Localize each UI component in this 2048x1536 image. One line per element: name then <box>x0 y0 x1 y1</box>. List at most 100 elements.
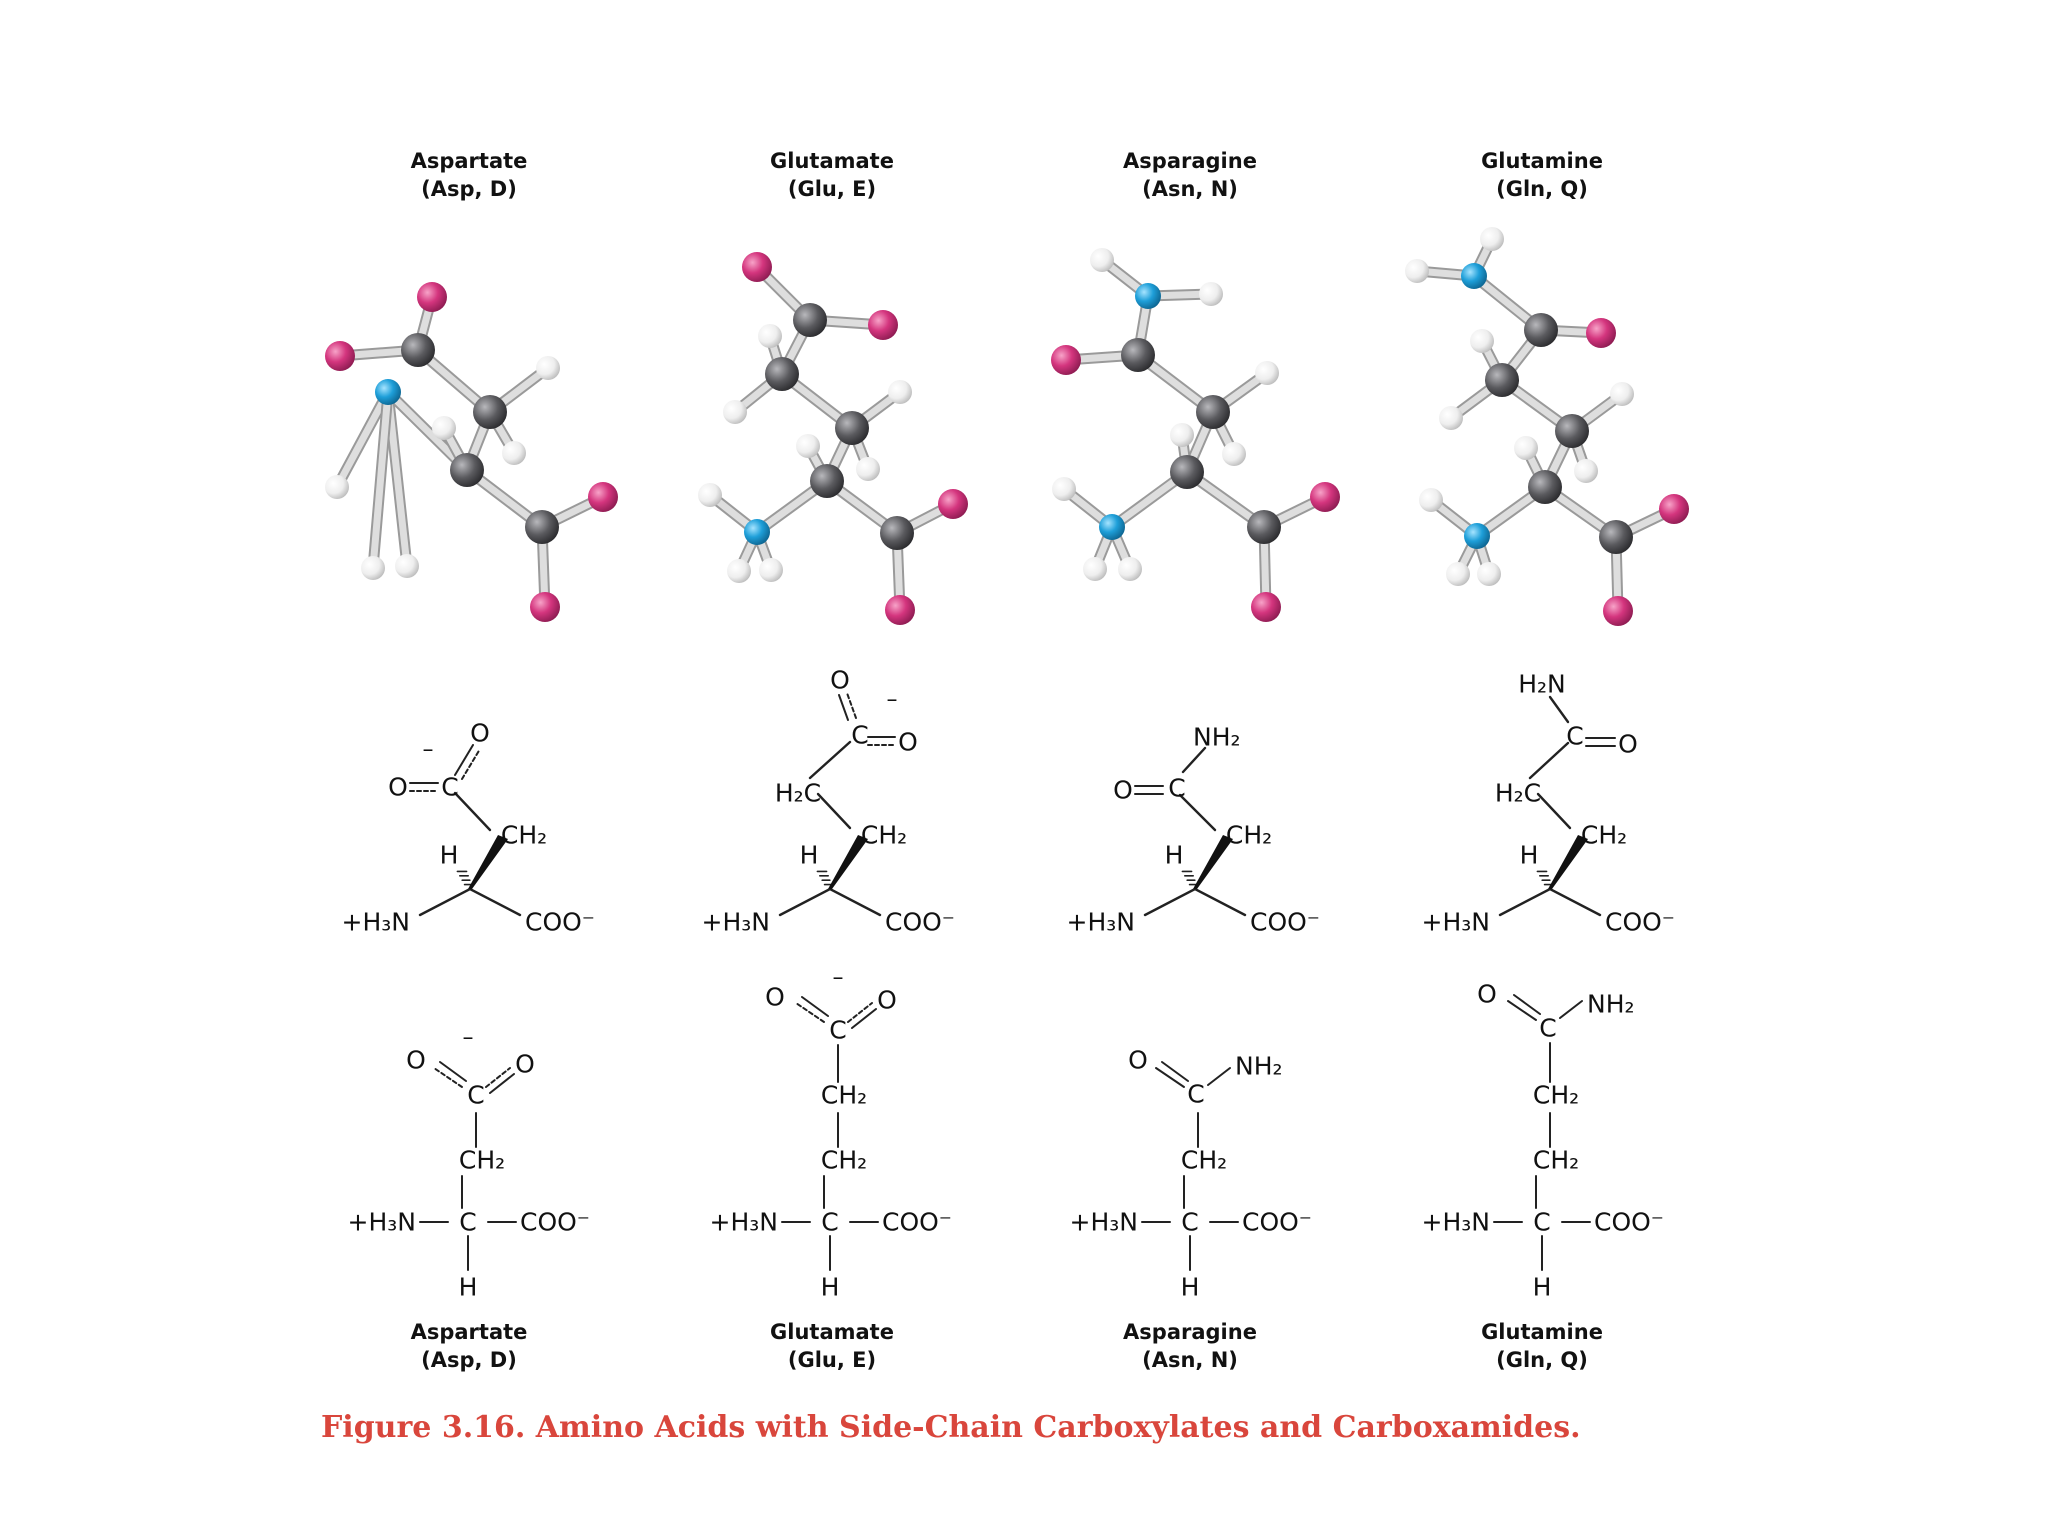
hydrogen-atom <box>1405 259 1429 283</box>
coo-label: COO⁻ <box>885 908 955 937</box>
ch2-label: CH₂ <box>861 821 907 850</box>
hydrogen-atom <box>856 457 880 481</box>
c-label: C <box>441 773 458 802</box>
hydrogen-atom <box>1083 557 1107 581</box>
bond-CH2-C <box>1528 741 1570 780</box>
hydrogen-atom <box>888 380 912 404</box>
coo-label: COO⁻ <box>882 1208 952 1237</box>
h-label: H <box>1165 841 1184 870</box>
h3n-label: +H₃N <box>1422 1208 1490 1237</box>
o-label: O <box>877 986 897 1015</box>
hydrogen-atom <box>1090 248 1114 272</box>
oxygen-atom <box>530 592 560 622</box>
double-bond <box>851 1008 877 1029</box>
carbon-atom <box>1196 395 1230 429</box>
o-label: O <box>406 1046 426 1075</box>
oxygen-atom <box>742 252 772 282</box>
hydrogen-atom <box>361 556 385 580</box>
wedge-bond <box>1548 835 1588 889</box>
ch2-label: CH₂ <box>1181 1146 1227 1175</box>
bond-C-N <box>1181 746 1207 774</box>
double-bond-dashed <box>795 1002 825 1023</box>
nitrogen-atom <box>1099 514 1125 540</box>
hydrogen-atom <box>727 559 751 583</box>
double-bond-dashed <box>847 1002 873 1023</box>
bottom-name-aspartate: Aspartate(Asp, D) <box>410 1320 528 1372</box>
bond-CH2-C <box>808 740 852 780</box>
hydrogen-atom <box>1477 562 1501 586</box>
bottom-name-asparagine: Asparagine(Asn, N) <box>1123 1320 1257 1372</box>
ch2-label: CH₂ <box>821 1081 867 1110</box>
hydrogen-atom <box>432 416 456 440</box>
bond-COO <box>1548 887 1602 917</box>
carbon-atom <box>1599 520 1633 554</box>
bond-CH2-CH2 <box>816 792 852 830</box>
hydrogen-atom <box>1419 488 1443 512</box>
h2c-label: H₂C <box>1495 779 1541 808</box>
h2c-label: H₂C <box>775 779 821 808</box>
ball-and-stick-models <box>325 227 1689 626</box>
o-label: O <box>898 728 918 757</box>
hydrogen-atom <box>1170 423 1194 447</box>
carbon-atom <box>525 510 559 544</box>
minus-label: – <box>463 1026 474 1051</box>
minus-label: – <box>887 688 898 713</box>
bottom-name-glutamate: Glutamate(Glu, E) <box>770 1320 894 1372</box>
carbon-atom <box>1170 455 1204 489</box>
h3n-label: +H₃N <box>1422 908 1490 937</box>
oxygen-atom <box>588 482 618 512</box>
carbon-atom <box>765 357 799 391</box>
oxygen-atom <box>885 595 915 625</box>
ball-and-stick-asparagine <box>1051 248 1340 622</box>
h-label: H <box>821 1273 840 1302</box>
ball-and-stick-glutamine <box>1405 227 1689 626</box>
nh2-label: NH₂ <box>1587 990 1635 1019</box>
oxygen-atom <box>1251 592 1281 622</box>
bond-C-N <box>1559 1000 1583 1019</box>
oxygen-atom <box>1603 596 1633 626</box>
oxygen-atom <box>1586 318 1616 348</box>
h2n-label: H₂N <box>1518 670 1566 699</box>
coo-label: COO⁻ <box>525 908 595 937</box>
oxygen-atom <box>325 341 355 371</box>
bond-CH2-CH2 <box>1536 792 1572 830</box>
h-label: H <box>459 1273 478 1302</box>
o-label: O <box>1113 776 1133 805</box>
ch2-label: CH₂ <box>821 1146 867 1175</box>
double-bond <box>1507 1000 1537 1021</box>
carbon-atom <box>1524 313 1558 347</box>
bond-C-N <box>1548 695 1570 724</box>
carboxamide-c-label: C <box>1539 1014 1556 1043</box>
nh2-label: NH₂ <box>1235 1052 1283 1081</box>
c-label: C <box>851 721 868 750</box>
figure-caption: Figure 3.16. Amino Acids with Side-Chain… <box>321 1410 1581 1445</box>
double-bond <box>1155 1067 1185 1088</box>
o-label: O <box>765 983 785 1012</box>
double-bond <box>801 996 829 1017</box>
stick-bond <box>369 388 392 572</box>
carbon-atom <box>793 303 827 337</box>
ch2-label: CH₂ <box>1533 1081 1579 1110</box>
hydrogen-atom <box>1480 227 1504 251</box>
carbon-atom <box>1528 470 1562 504</box>
bond-N <box>418 887 472 917</box>
h3n-label: +H₃N <box>342 908 410 937</box>
h3n-label: +H₃N <box>348 1208 416 1237</box>
nitrogen-atom <box>744 519 770 545</box>
carboxyl-c-label: C <box>467 1081 484 1110</box>
bond-CH2-C <box>453 791 492 832</box>
carboxyl-c-label: C <box>829 1016 846 1045</box>
coo-label: COO⁻ <box>1594 1208 1664 1237</box>
top-name-asparagine: Asparagine(Asn, N) <box>1123 149 1257 201</box>
carbon-atom <box>450 453 484 487</box>
o-label: O <box>515 1050 535 1079</box>
coo-label: COO⁻ <box>520 1208 590 1237</box>
coo-label: COO⁻ <box>1605 908 1675 937</box>
nitrogen-atom <box>1464 523 1490 549</box>
double-bond-dashed <box>485 1067 511 1088</box>
